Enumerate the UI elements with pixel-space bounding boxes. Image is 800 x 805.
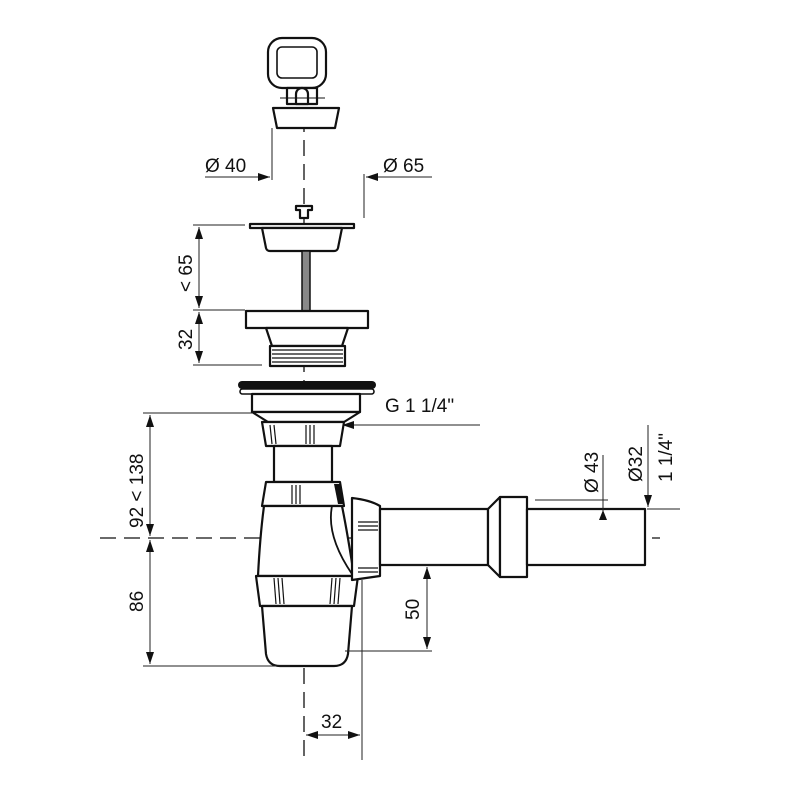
strainer-basket [248, 204, 356, 312]
stopper-plug [266, 36, 341, 130]
thread-callout: G 1 1/4" [342, 396, 480, 429]
outlet-offset-label: 32 [321, 712, 342, 733]
sink-flange [238, 381, 376, 424]
centerlines [100, 116, 660, 760]
trap-depth-label: 86 [127, 591, 148, 612]
plug-diameter-label: Ø 40 [205, 156, 246, 177]
coupling-nut [260, 420, 346, 484]
strainer-depth-dimension: < 65 [176, 224, 245, 311]
outlet-height-dimension: 50 [345, 564, 440, 652]
tube-outer-diameter-dimension: Ø 43 [535, 452, 608, 520]
adjustable-height-label: 92 < 138 [127, 454, 148, 529]
outlet-offset-dimension: 32 [306, 580, 363, 760]
outlet-nut [350, 496, 382, 582]
body-height-label: 32 [176, 329, 197, 350]
tube-diameter-dimension: Ø32 1 1/4" [626, 425, 680, 510]
plug-diameter-dimension: Ø 40 [205, 128, 273, 181]
adjustable-height-dimension: 92 < 138 [127, 412, 252, 536]
outlet-pipe [378, 495, 647, 579]
body-height-dimension: 32 [176, 312, 262, 366]
strainer-depth-label: < 65 [176, 254, 197, 292]
tube-thread-label: 1 1/4" [656, 433, 677, 482]
tube-diameter-label: Ø32 [626, 446, 647, 482]
waste-body [244, 309, 370, 368]
trap-depth-dimension: 86 [127, 540, 290, 667]
thread-label: G 1 1/4" [385, 396, 454, 417]
strainer-diameter-label: Ø 65 [383, 156, 424, 177]
outlet-height-label: 50 [403, 599, 424, 620]
tube-outer-diameter-label: Ø 43 [582, 452, 603, 493]
bottle-trap [254, 480, 360, 668]
strainer-diameter-dimension: Ø 65 [363, 156, 432, 218]
